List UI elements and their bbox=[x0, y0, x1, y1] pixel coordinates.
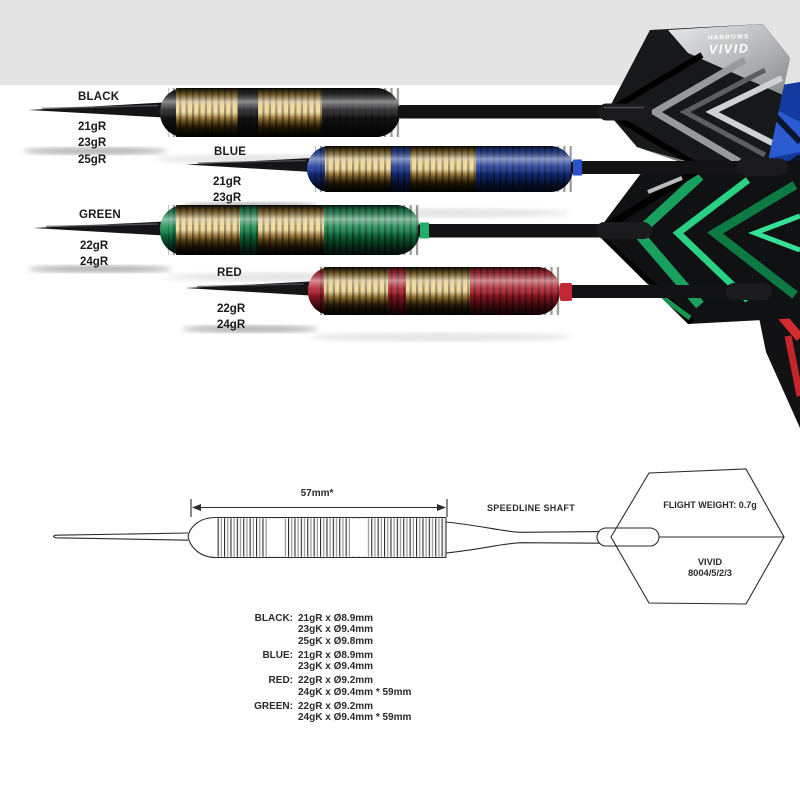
dim-arrow-right bbox=[437, 504, 446, 511]
spec-table: BLACK:21gR x Ø8.9mm 23gK x Ø9.4mm 25gK x… bbox=[165, 613, 411, 724]
point bbox=[28, 102, 164, 118]
dart-green bbox=[33, 205, 652, 255]
product-name-green: GREEN bbox=[79, 209, 121, 221]
shaft-label: SPEEDLINE SHAFT bbox=[486, 503, 575, 513]
product-name-blue: BLUE bbox=[214, 146, 247, 158]
dart-red bbox=[185, 267, 772, 315]
spec-group-black: BLACK:21gR x Ø8.9mm 23gK x Ø9.4mm 25gK x… bbox=[254, 613, 374, 647]
tech-barrel-top bbox=[187, 516, 446, 537]
shaft bbox=[418, 224, 610, 238]
brand-model: VIVID bbox=[708, 41, 750, 57]
dart-black bbox=[28, 88, 652, 137]
flight-code-label: VIVID 8004/5/2/3 bbox=[663, 557, 757, 579]
dim-arrow-left bbox=[192, 504, 201, 511]
shaft bbox=[398, 105, 610, 119]
shaft bbox=[571, 161, 757, 174]
product-weights-black: 21gR 23gR 25gR bbox=[78, 121, 107, 166]
product-name-red: RED bbox=[217, 267, 242, 279]
product-name-black: BLACK bbox=[78, 91, 120, 103]
black-flight bbox=[607, 24, 790, 190]
tech-barrel-bottom bbox=[187, 536, 446, 559]
shaft bbox=[570, 285, 742, 298]
spec-group-green: GREEN:22gR x Ø9.2mm 24gK x Ø9.4mm * 59mm bbox=[254, 701, 412, 724]
barrel-length-label: 57mm* bbox=[300, 488, 334, 499]
dart-blue bbox=[186, 146, 788, 192]
tech-shaft-end bbox=[596, 527, 660, 547]
product-weights-blue: 21gR 23gR bbox=[213, 176, 242, 205]
green-flight bbox=[596, 160, 800, 324]
point bbox=[33, 221, 164, 236]
spec-group-red: RED:22gR x Ø9.2mm 24gK x Ø9.4mm * 59mm bbox=[268, 675, 412, 698]
tech-point bbox=[52, 532, 189, 541]
flight-brand-logo: HARROWS VIVID bbox=[696, 33, 763, 57]
darts-photo bbox=[23, 24, 800, 428]
tech-shaft-bottom bbox=[445, 542, 601, 554]
product-weights-red: 22gR 24gR bbox=[217, 303, 246, 332]
tech-barrel-ribs bbox=[216, 518, 445, 557]
spec-group-blue: BLUE:21gR x Ø8.9mm 23gK x Ø9.4mm bbox=[262, 649, 374, 673]
tech-drawing bbox=[52, 468, 785, 605]
tech-dart-outline bbox=[52, 468, 785, 605]
flight-code: 8004/5/2/3 bbox=[688, 568, 732, 578]
flight-weight-label: FLIGHT WEIGHT: 0.7g bbox=[663, 500, 757, 510]
flight-name: VIVID bbox=[697, 557, 723, 567]
tech-shaft-top bbox=[445, 521, 601, 533]
product-weights-green: 22gR 24gR bbox=[80, 240, 109, 269]
point bbox=[185, 281, 310, 296]
